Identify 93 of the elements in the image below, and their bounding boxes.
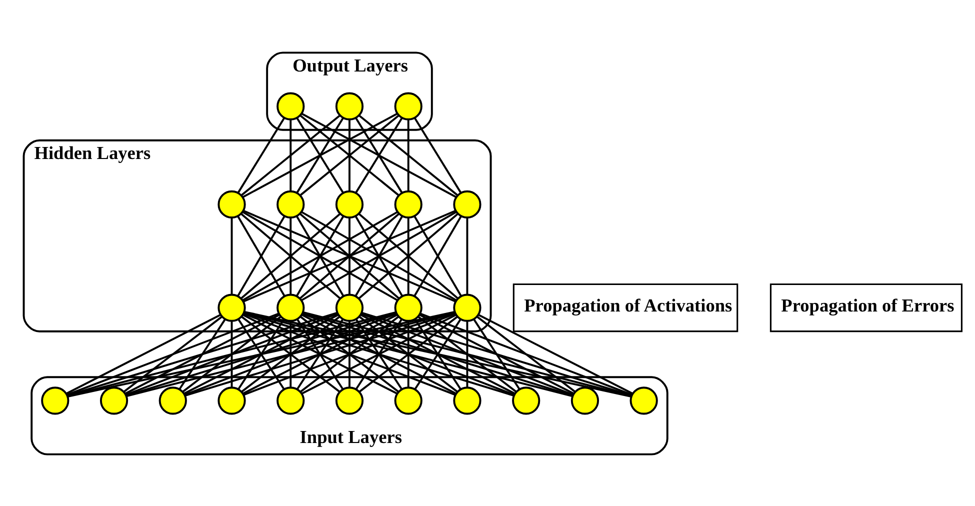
connector [238,318,285,390]
connector [478,314,633,394]
cluster: Input Layers [30,376,668,455]
connector [290,320,292,387]
node-circle [570,386,600,414]
connector [348,320,350,387]
connector [361,312,574,396]
connector [242,314,398,394]
connector [420,312,632,396]
connector [296,215,344,296]
connector [126,312,338,396]
connector [290,119,292,190]
connector [244,311,514,396]
connector [360,314,516,394]
connector [407,320,410,387]
connector [420,314,574,394]
connector [184,311,456,396]
cluster: Output Layers [266,51,433,130]
connector [302,311,573,396]
node-box: Propagation of Errors [770,282,962,332]
connector [476,316,576,392]
node-circle [276,386,305,414]
node-circle [218,386,246,414]
node-circle [453,386,482,414]
connector [358,114,458,196]
connector [361,311,632,396]
connector [237,116,286,193]
connector [241,316,340,392]
node-circle [394,92,422,120]
connector [301,210,457,301]
connector [241,114,340,196]
node-circle [41,386,70,414]
connector [355,318,402,390]
node-circle [100,386,128,414]
connector [414,116,462,193]
node-circle [218,293,246,322]
connector [414,318,462,390]
connector [237,215,286,296]
connector [302,310,632,397]
node-circle [276,190,305,218]
connector [407,217,410,294]
connector [300,316,399,392]
connector [67,310,396,397]
node-circle [394,293,422,322]
connector [184,312,397,396]
connector [230,320,233,387]
connector [67,312,279,396]
connector [418,316,517,392]
connector [126,310,455,397]
connector [473,318,520,390]
connector [242,210,398,301]
node-circle [218,190,246,218]
node-circle [335,190,364,218]
connector [243,209,456,302]
connector [290,217,292,294]
connector [66,314,221,394]
node-box: Propagation of Activations [512,282,738,332]
connector [301,112,457,198]
connector [302,312,514,396]
connector [466,217,468,294]
cluster: Hidden Layers [22,138,492,332]
connector [358,316,458,392]
node-circle [335,92,364,120]
connector [354,215,404,296]
connector [67,311,338,396]
connector [407,119,410,190]
connector [348,217,350,294]
connector [244,310,573,397]
connector [242,112,398,198]
node-circle [158,386,187,414]
node-circle [276,92,305,120]
node-circle [394,190,422,218]
connector [124,314,280,394]
connector [244,310,632,398]
connector [302,314,456,394]
node-circle [453,190,482,218]
node-circle [276,293,305,322]
connector [414,215,462,296]
node-circle [335,293,364,322]
connector [182,316,282,392]
node-circle [335,386,364,414]
node-circle [512,386,540,414]
node-circle [394,386,422,414]
node-circle [453,293,482,322]
connector [466,320,468,387]
connector [68,310,455,398]
connector [126,311,396,396]
connector [184,314,338,394]
connector [178,318,226,390]
connector [123,316,222,392]
node-circle [630,386,658,414]
connector [348,119,350,190]
connector [230,217,233,294]
